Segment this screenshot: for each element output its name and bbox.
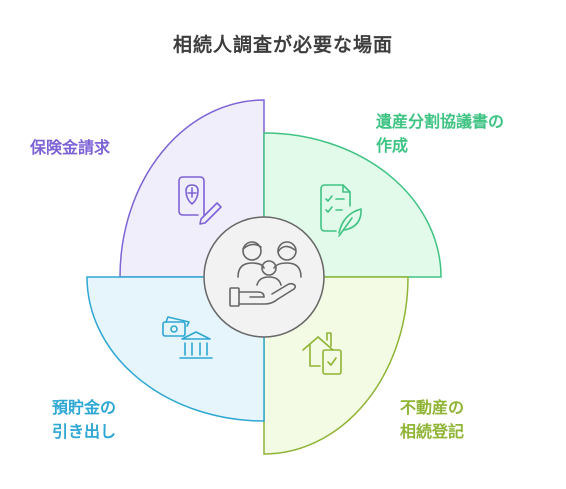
- label-deposit-line-1: 預貯金の: [52, 398, 117, 417]
- label-division-line-1: 遺産分割協議書の: [376, 112, 505, 131]
- family-hand-icon: [229, 241, 302, 307]
- label-division-line-2: 作成: [376, 136, 409, 155]
- label-insurance: 保険金請求: [30, 136, 110, 160]
- label-deposit-line-2: 引き出し: [52, 422, 117, 441]
- label-realestate: 不動産の 相続登記: [400, 396, 464, 444]
- label-realestate-line-2: 相続登記: [400, 422, 465, 441]
- bank-money-icon: [162, 316, 213, 359]
- label-division: 遺産分割協議書の 作成: [376, 110, 504, 158]
- label-insurance-line-1: 保険金請求: [30, 138, 111, 157]
- label-realestate-line-1: 不動産の: [400, 398, 465, 417]
- label-deposit: 預貯金の 引き出し: [52, 396, 116, 444]
- agreement-document-icon: [320, 184, 362, 237]
- house-checkmark-icon: [302, 332, 342, 375]
- page-title: 相続人調査が必要な場面: [172, 34, 393, 56]
- insurance-document-icon: [178, 176, 222, 225]
